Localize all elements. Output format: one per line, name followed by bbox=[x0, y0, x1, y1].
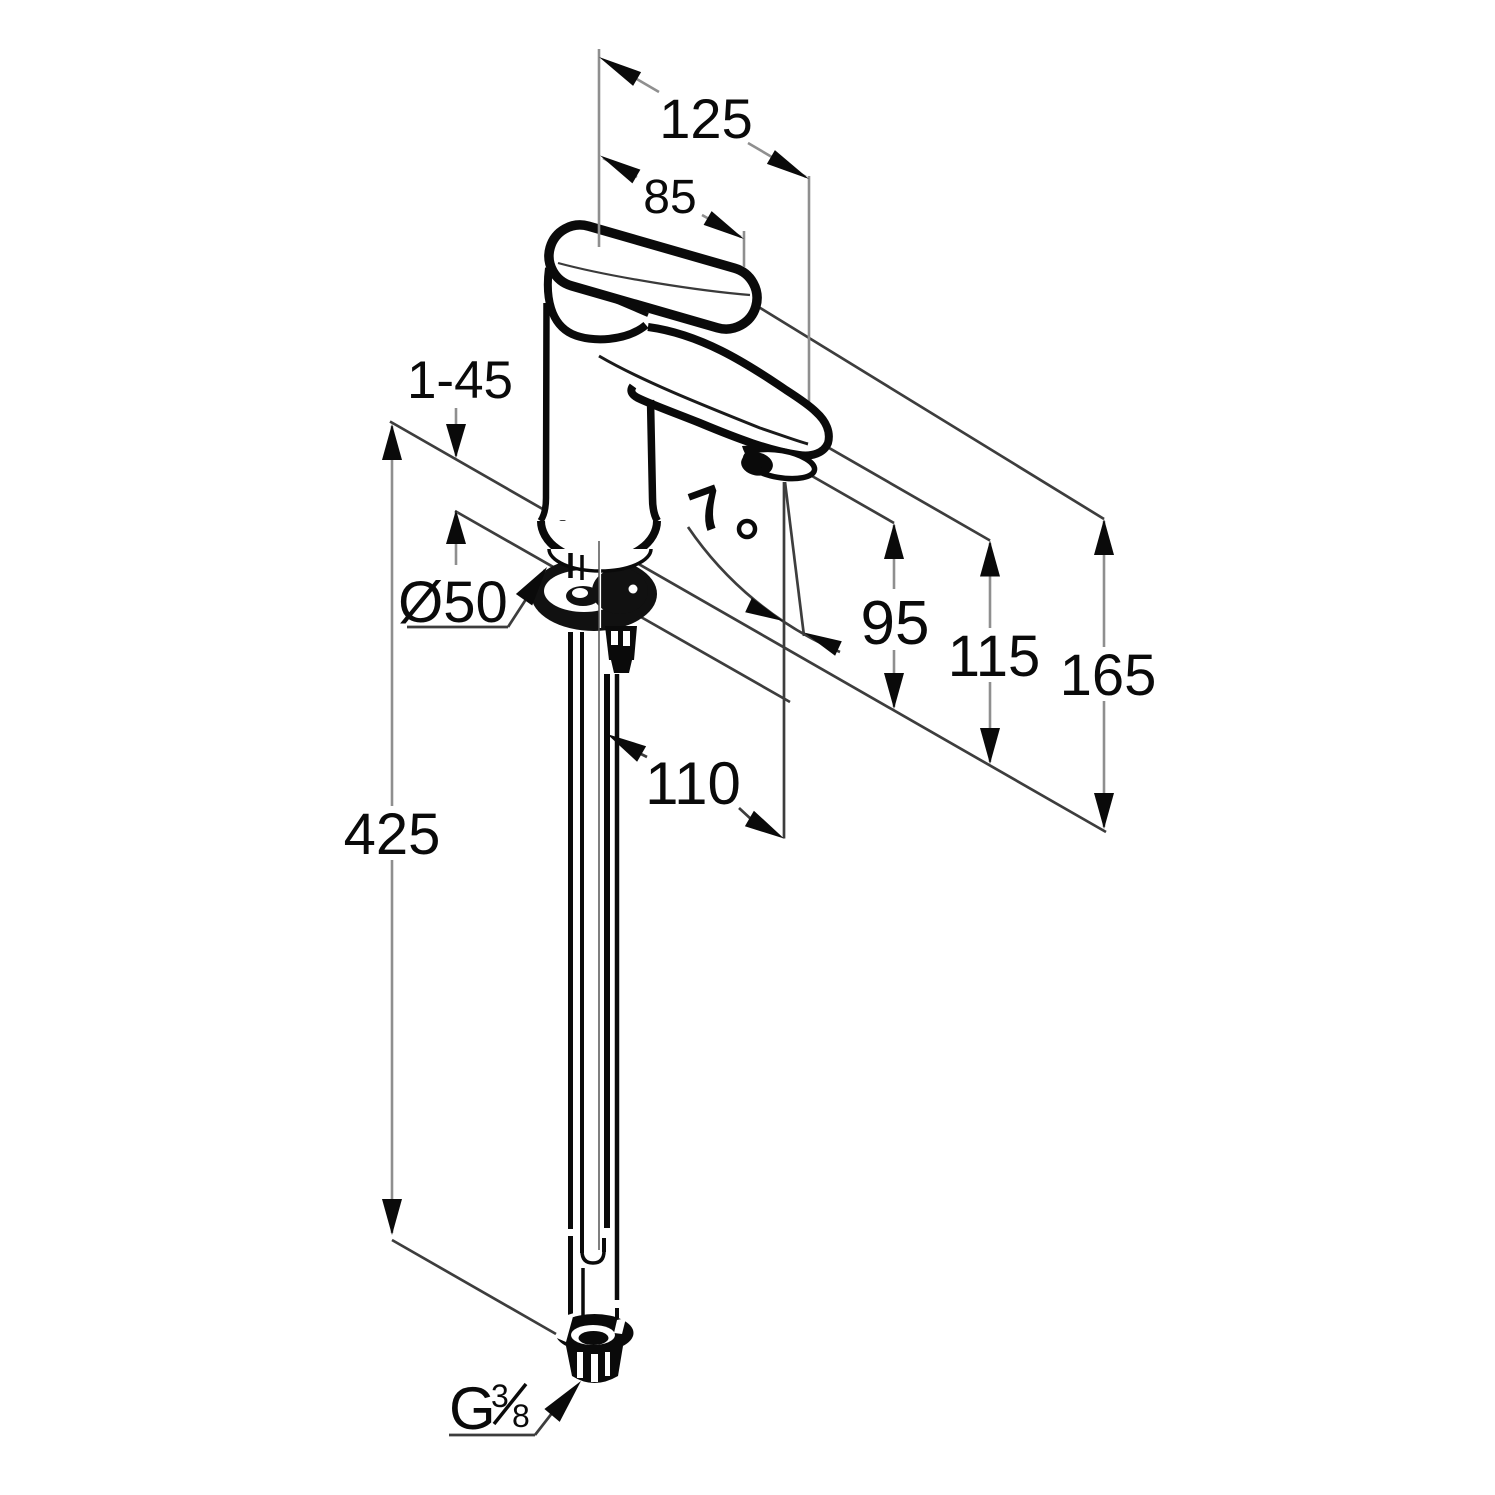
svg-text:165: 165 bbox=[1060, 643, 1157, 708]
svg-text:85: 85 bbox=[643, 171, 696, 224]
svg-text:125: 125 bbox=[659, 87, 752, 150]
svg-text:G: G bbox=[449, 1375, 496, 1442]
svg-text:425: 425 bbox=[344, 802, 441, 867]
svg-text:115: 115 bbox=[948, 624, 1040, 689]
svg-text:Ø50: Ø50 bbox=[398, 570, 508, 635]
svg-text:110: 110 bbox=[645, 750, 741, 817]
svg-text:8: 8 bbox=[512, 1398, 530, 1434]
svg-text:95: 95 bbox=[861, 589, 930, 658]
svg-text:3: 3 bbox=[491, 1378, 509, 1414]
svg-text:1-45: 1-45 bbox=[407, 351, 513, 410]
